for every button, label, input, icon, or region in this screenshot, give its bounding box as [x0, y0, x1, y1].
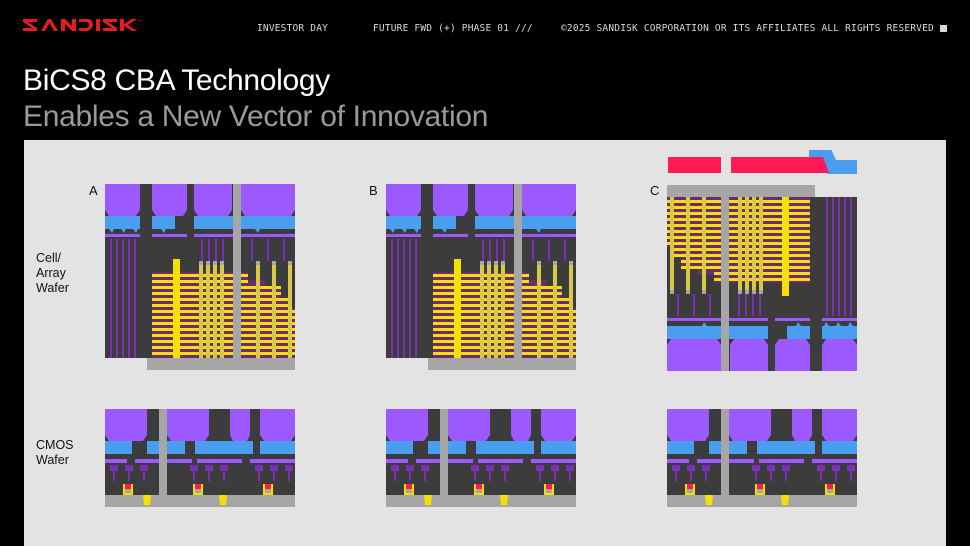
copyright: ©2025 SANDISK CORPORATION OR ITS AFFILIA…: [561, 23, 934, 34]
row-label-cell-array-wafer: Cell/ Array Wafer: [36, 251, 69, 295]
cmos-wafer-c: [667, 409, 857, 507]
slide-title: BiCS8 CBA Technology: [23, 64, 330, 97]
row-label-cmos-wafer: CMOS Wafer: [36, 438, 74, 467]
panel-label-c: C: [650, 183, 660, 198]
bond-pad: [668, 157, 721, 173]
cell-array-wafer-a: [105, 184, 295, 370]
top-bar: ™ INVESTOR DAY FUTURE FWD (+) PHASE 01 /…: [0, 0, 970, 56]
bond-pad: [731, 157, 823, 173]
cmos-wafer-a: [105, 409, 295, 507]
event-label: INVESTOR DAY: [257, 23, 329, 34]
square-icon: [940, 25, 947, 32]
tagline: FUTURE FWD (+) PHASE 01 ///: [373, 23, 533, 34]
cmos-wafer-b: [386, 409, 576, 507]
cell-array-wafer-b: [386, 184, 576, 370]
panel-label-b: B: [369, 183, 378, 198]
panel-label-a: A: [89, 183, 98, 198]
bond-pad-blue: [809, 150, 857, 174]
bonded-cell-wafer-c: [667, 150, 857, 371]
svg-text:™: ™: [137, 19, 142, 25]
sandisk-logo: ™: [23, 19, 142, 31]
slide-subtitle: Enables a New Vector of Innovation: [23, 100, 489, 133]
